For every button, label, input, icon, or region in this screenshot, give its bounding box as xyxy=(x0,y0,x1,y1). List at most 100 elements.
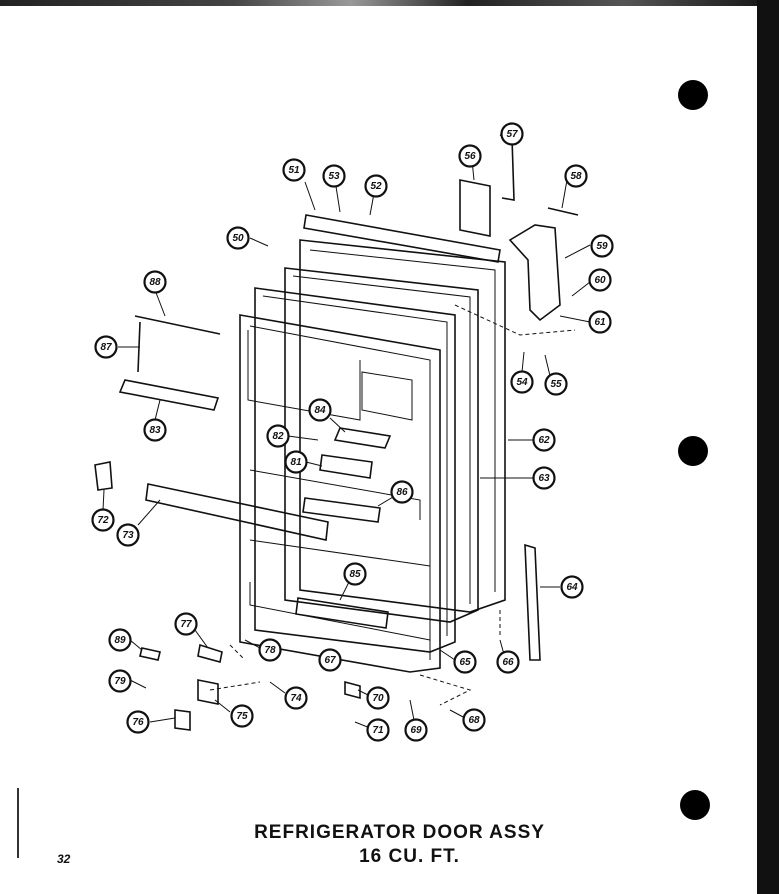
callout-label: 52 xyxy=(370,181,382,192)
callout-label: 70 xyxy=(372,693,384,704)
shelf-rail xyxy=(118,379,220,411)
callout-label: 58 xyxy=(570,171,582,182)
callout-84: 84 xyxy=(308,398,332,422)
callout-label: 50 xyxy=(232,233,244,244)
callout-72: 72 xyxy=(91,508,115,532)
callout-51: 51 xyxy=(282,158,306,182)
callout-label: 59 xyxy=(596,241,608,252)
callout-57: 57 xyxy=(500,122,524,146)
callout-label: 83 xyxy=(149,425,161,436)
callout-67: 67 xyxy=(318,648,342,672)
callout-label: 61 xyxy=(594,317,606,328)
callout-label: 87 xyxy=(100,342,112,353)
callout-76: 76 xyxy=(126,710,150,734)
callout-label: 78 xyxy=(264,645,276,656)
callout-54: 54 xyxy=(510,370,534,394)
diagram-title: REFRIGERATOR DOOR ASSY xyxy=(254,822,545,843)
callout-85: 85 xyxy=(343,562,367,586)
callout-label: 77 xyxy=(180,619,192,630)
callout-label: 86 xyxy=(396,487,408,498)
callout-label: 82 xyxy=(272,431,284,442)
callout-73: 73 xyxy=(116,523,140,547)
callout-88: 88 xyxy=(143,270,167,294)
top-hinge-bracket xyxy=(508,224,561,322)
callout-label: 72 xyxy=(97,515,109,526)
callout-label: 54 xyxy=(516,377,528,388)
callout-label: 88 xyxy=(149,277,161,288)
upper-shelf-mesh xyxy=(302,497,381,523)
callout-87: 87 xyxy=(94,335,118,359)
part-callouts: 51 53 52 50 56 57 58 59 60 61 54 55 62 63 64 88 87 83 84 82… xyxy=(91,122,614,742)
callout-66: 66 xyxy=(496,650,520,674)
callout-81: 81 xyxy=(284,450,308,474)
callout-label: 62 xyxy=(538,435,550,446)
callout-89: 89 xyxy=(108,628,132,652)
callout-53: 53 xyxy=(322,164,346,188)
callout-59: 59 xyxy=(590,234,614,258)
callout-70: 70 xyxy=(366,686,390,710)
scan-left-mark xyxy=(17,788,19,858)
callout-65: 65 xyxy=(453,650,477,674)
assembly-dashed-lines xyxy=(209,304,576,706)
callout-77: 77 xyxy=(174,612,198,636)
callout-label: 69 xyxy=(410,725,422,736)
callout-75: 75 xyxy=(230,704,254,728)
callout-64: 64 xyxy=(560,575,584,599)
callout-60: 60 xyxy=(588,268,612,292)
callout-82: 82 xyxy=(266,424,290,448)
callout-label: 73 xyxy=(122,530,134,541)
callout-label: 75 xyxy=(236,711,248,722)
callout-label: 66 xyxy=(502,657,514,668)
callout-71: 71 xyxy=(366,718,390,742)
binder-hole-middle xyxy=(678,436,708,466)
callout-58: 58 xyxy=(564,164,588,188)
lower-shelf-mesh xyxy=(295,597,389,629)
scan-right-edge xyxy=(757,0,779,894)
callout-label: 55 xyxy=(550,379,562,390)
callout-label: 89 xyxy=(114,635,126,646)
door-handle-bar xyxy=(145,483,329,541)
callout-label: 71 xyxy=(372,725,384,736)
callout-52: 52 xyxy=(364,174,388,198)
callout-78: 78 xyxy=(258,638,282,662)
callout-50: 50 xyxy=(226,226,250,250)
callout-label: 63 xyxy=(538,473,550,484)
callout-label: 57 xyxy=(506,129,518,140)
callout-label: 65 xyxy=(459,657,471,668)
callout-63: 63 xyxy=(532,466,556,490)
callout-83: 83 xyxy=(143,418,167,442)
callout-label: 81 xyxy=(290,457,302,468)
callout-label: 60 xyxy=(594,275,606,286)
top-trim-strip xyxy=(303,214,501,263)
leader-lines xyxy=(102,134,591,729)
outer-door-panel xyxy=(299,239,506,613)
scan-top-edge xyxy=(0,0,779,6)
callout-label: 67 xyxy=(324,655,336,666)
callout-68: 68 xyxy=(462,708,486,732)
binder-hole-bottom xyxy=(680,790,710,820)
callout-label: 64 xyxy=(566,582,578,593)
upper-rod xyxy=(134,315,221,335)
callout-label: 56 xyxy=(464,151,476,162)
callout-label: 79 xyxy=(114,676,126,687)
callout-56: 56 xyxy=(458,144,482,168)
callout-79: 79 xyxy=(108,669,132,693)
inner-door-liner xyxy=(239,314,441,673)
callout-62: 62 xyxy=(532,428,556,452)
breaker-strip xyxy=(254,287,456,653)
diagram-subtitle: 16 CU. FT. xyxy=(359,846,460,867)
callout-69: 69 xyxy=(404,718,428,742)
callout-label: 74 xyxy=(290,693,302,704)
hinge-cover-strip xyxy=(524,543,541,661)
callout-55: 55 xyxy=(544,372,568,396)
callout-label: 84 xyxy=(314,405,326,416)
page-number: 32 xyxy=(57,852,71,866)
callout-74: 74 xyxy=(284,686,308,710)
callout-label: 51 xyxy=(288,165,300,176)
bottom-hinge-parts xyxy=(94,134,579,731)
callout-label: 68 xyxy=(468,715,480,726)
callout-86: 86 xyxy=(390,480,414,504)
door-gasket xyxy=(284,267,479,623)
